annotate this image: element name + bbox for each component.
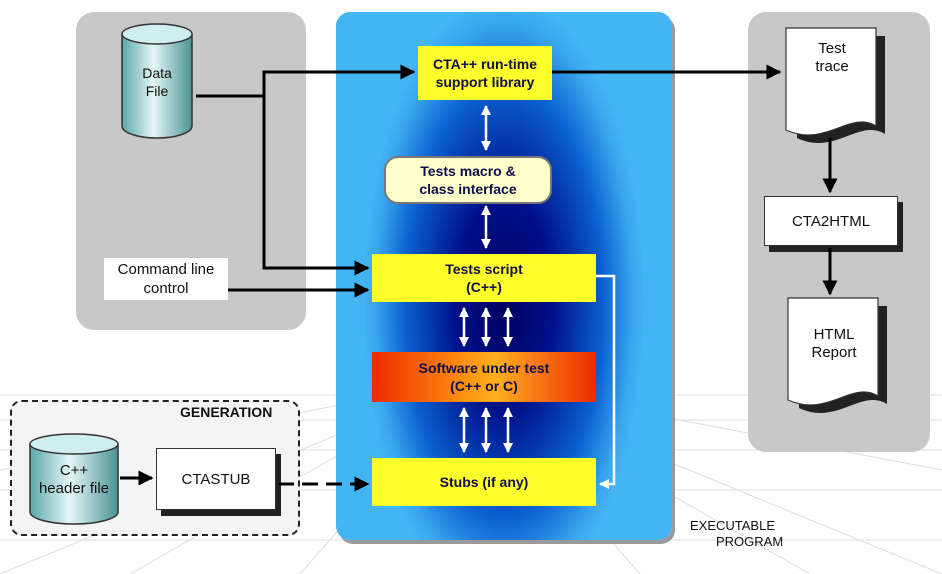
- data-file-line2: File: [145, 83, 169, 99]
- tests-script-box: Tests script (C++): [372, 254, 596, 302]
- tests-macro-line2: class interface: [419, 181, 517, 197]
- html-report-document-icon: [787, 297, 887, 413]
- tests-script-line1: Tests script: [445, 261, 523, 277]
- software-under-test-box: Software under test (C++ or C): [372, 352, 596, 402]
- software-under-test-line1: Software under test: [418, 360, 550, 376]
- command-line-line1: Command line: [117, 261, 215, 278]
- data-file-label: Data File: [120, 64, 194, 100]
- html-report-line2: Report: [811, 344, 857, 361]
- software-under-test-line2: (C++ or C): [450, 378, 518, 394]
- executable-program-label: EXECUTABLE PROGRAM: [690, 518, 783, 550]
- ctastub-box: CTASTUB: [156, 448, 276, 510]
- runtime-library-line1: CTA++ run-time: [433, 56, 537, 72]
- cta2html-box: CTA2HTML: [764, 196, 898, 246]
- executable-line1: EXECUTABLE: [690, 518, 776, 533]
- html-report-label: HTML Report: [788, 326, 880, 362]
- executable-line2: PROGRAM: [716, 534, 784, 549]
- command-line-line2: control: [143, 280, 189, 297]
- script-to-stubs-arrow: [596, 274, 616, 489]
- test-trace-document-icon: [785, 27, 885, 143]
- cpp-header-line2: header file: [38, 480, 110, 497]
- ctastub-label: CTASTUB: [181, 470, 251, 488]
- cta2html-label: CTA2HTML: [791, 212, 871, 230]
- datafile-to-script-arrow: [262, 96, 370, 276]
- test-trace-line2: trace: [815, 58, 849, 75]
- cpp-header-cylinder-icon: [29, 433, 119, 525]
- stubs-box: Stubs (if any): [372, 458, 596, 506]
- test-trace-line1: Test: [818, 40, 846, 57]
- tests-script-line2: (C++): [466, 279, 502, 295]
- stubs-label: Stubs (if any): [439, 474, 529, 490]
- tests-macro-box: Tests macro & class interface: [384, 156, 552, 204]
- data-file-line1: Data: [142, 65, 172, 81]
- data-file-cylinder-icon: [121, 23, 193, 139]
- test-trace-label: Test trace: [786, 40, 878, 76]
- command-line-box: Command line control: [104, 258, 228, 300]
- datafile-to-library-arrow: [196, 64, 416, 98]
- runtime-library-line2: support library: [435, 74, 535, 90]
- html-report-line1: HTML: [813, 326, 855, 343]
- tests-macro-line1: Tests macro &: [420, 163, 516, 179]
- generation-label: GENERATION: [180, 404, 273, 420]
- runtime-library-box: CTA++ run-time support library: [418, 46, 552, 100]
- cpp-header-line1: C++: [59, 462, 89, 479]
- cpp-header-label: C++ header file: [28, 462, 120, 498]
